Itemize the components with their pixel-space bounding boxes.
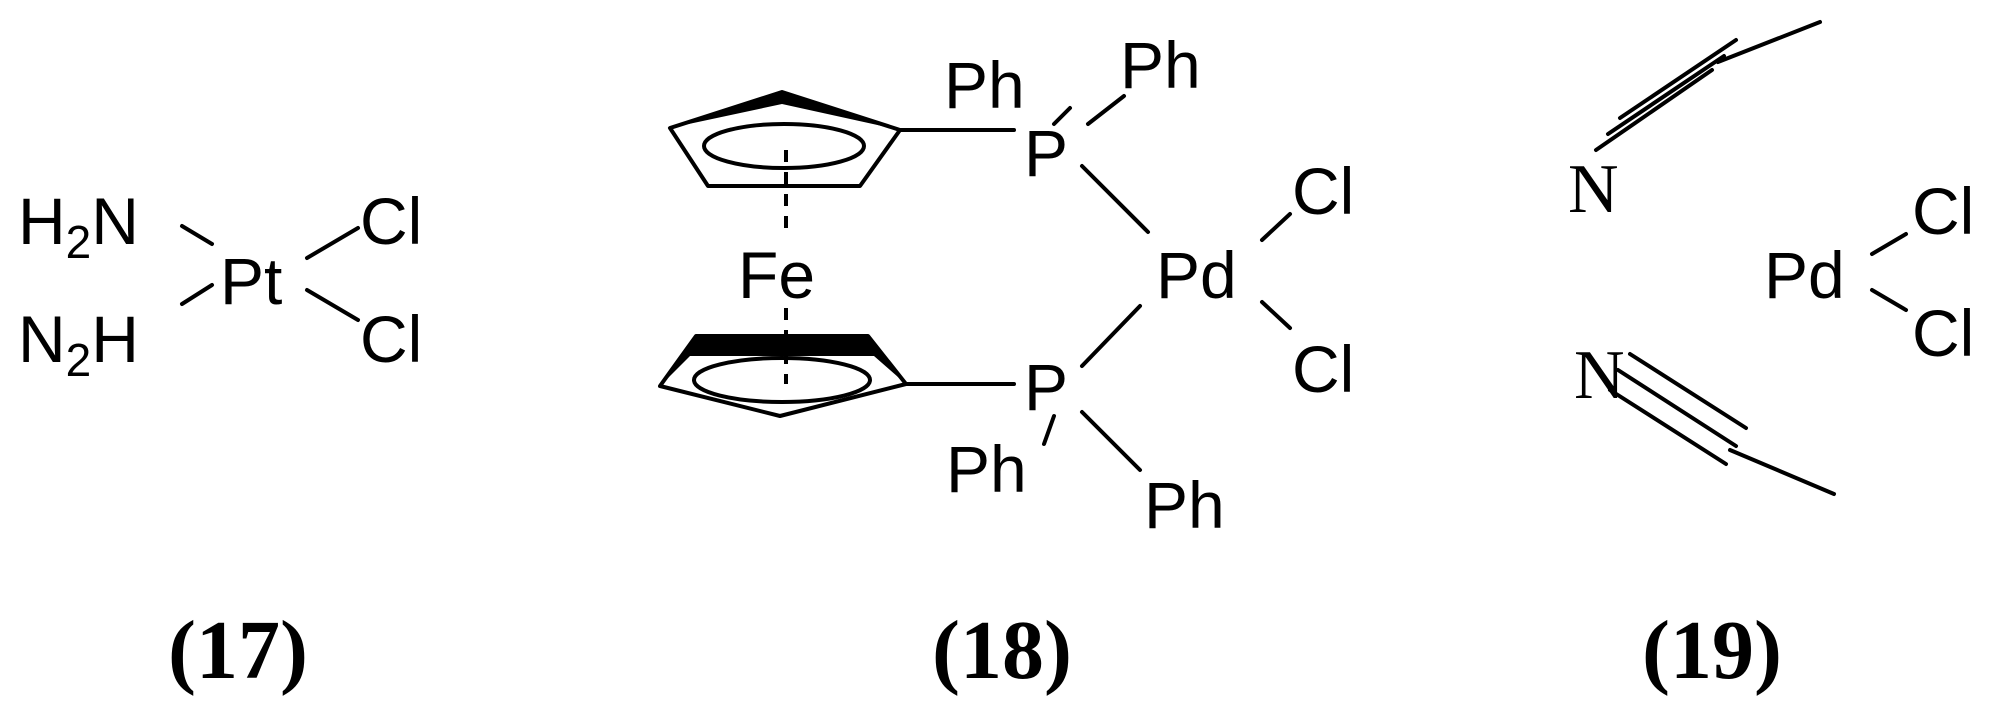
- compound-17: H2N N2H Pt Cl Cl (17): [18, 184, 422, 697]
- bond-p-ph-bottom-right: [1080, 410, 1142, 472]
- cp-ring-bottom-wedge: [660, 336, 906, 386]
- cp-ring-top: [668, 90, 902, 188]
- label-19: (19): [1642, 604, 1782, 697]
- bond-pt-cl-bottom: [305, 288, 360, 322]
- bond-c-ch3-top: [1716, 20, 1822, 64]
- cl-bottom-19: Cl: [1912, 296, 1974, 370]
- bond-n-pt-bottom: [180, 283, 214, 306]
- bond-p-pd-top: [1080, 164, 1150, 234]
- ph-bottom-right: Ph: [1144, 468, 1225, 542]
- label-17: (17): [168, 604, 308, 697]
- cp-ring-bottom-inner: [692, 356, 872, 404]
- p-atom-bottom: P: [1024, 350, 1068, 424]
- compound-19: N N Pd Cl Cl (19): [1568, 20, 1974, 697]
- label-18: (18): [932, 604, 1072, 697]
- bond-pd-cl-top: [1260, 212, 1292, 242]
- n-atom-bottom: N: [1574, 337, 1625, 414]
- h2n-group: H2N: [18, 184, 139, 268]
- n2h-group: N2H: [18, 302, 139, 386]
- bond-p-pd-bottom: [1080, 304, 1142, 368]
- triple-bond-top-3: [1618, 38, 1738, 120]
- triple-bond-bottom-3: [1608, 388, 1728, 466]
- triple-bond-top-1: [1594, 68, 1714, 152]
- compound-18: Fe P P Ph Ph Ph Ph Pd Cl Cl (18): [658, 28, 1354, 697]
- n-atom-top: N: [1568, 151, 1619, 228]
- ph-top-left: Ph: [944, 48, 1025, 122]
- cl-top-18: Cl: [1292, 154, 1354, 228]
- triple-bond-bottom-2: [1628, 352, 1748, 430]
- bond-pt-cl-top: [305, 226, 360, 260]
- cl-bottom-17: Cl: [360, 302, 422, 376]
- fe-atom: Fe: [738, 238, 815, 312]
- ph-top-right: Ph: [1120, 28, 1201, 102]
- cl-bottom-18: Cl: [1292, 332, 1354, 406]
- cl-top-17: Cl: [360, 184, 422, 258]
- cl-top-19: Cl: [1912, 174, 1974, 248]
- bond-n-pt-top: [180, 224, 214, 246]
- triple-bond-bottom-1: [1616, 368, 1738, 448]
- bond-p-ph-top-left: [1052, 106, 1072, 126]
- bond-pd-cl-bottom: [1260, 300, 1292, 330]
- bond-p-ph-top-right: [1086, 94, 1126, 126]
- bond-pd-cl-top-19: [1870, 232, 1908, 256]
- cp-ring-top-wedge: [670, 92, 900, 130]
- cp-ring-top-inner: [702, 122, 866, 170]
- pd-atom-19: Pd: [1764, 238, 1845, 312]
- pd-atom-18: Pd: [1156, 238, 1237, 312]
- ph-bottom-left: Ph: [946, 432, 1027, 506]
- triple-bond-top-2: [1606, 54, 1726, 136]
- bond-c-ch3-bottom: [1728, 448, 1836, 496]
- p-atom-top: P: [1024, 116, 1068, 190]
- bond-pd-cl-bottom-19: [1870, 288, 1908, 312]
- pt-atom: Pt: [220, 244, 282, 318]
- bond-p-ph-bottom-left: [1042, 414, 1056, 446]
